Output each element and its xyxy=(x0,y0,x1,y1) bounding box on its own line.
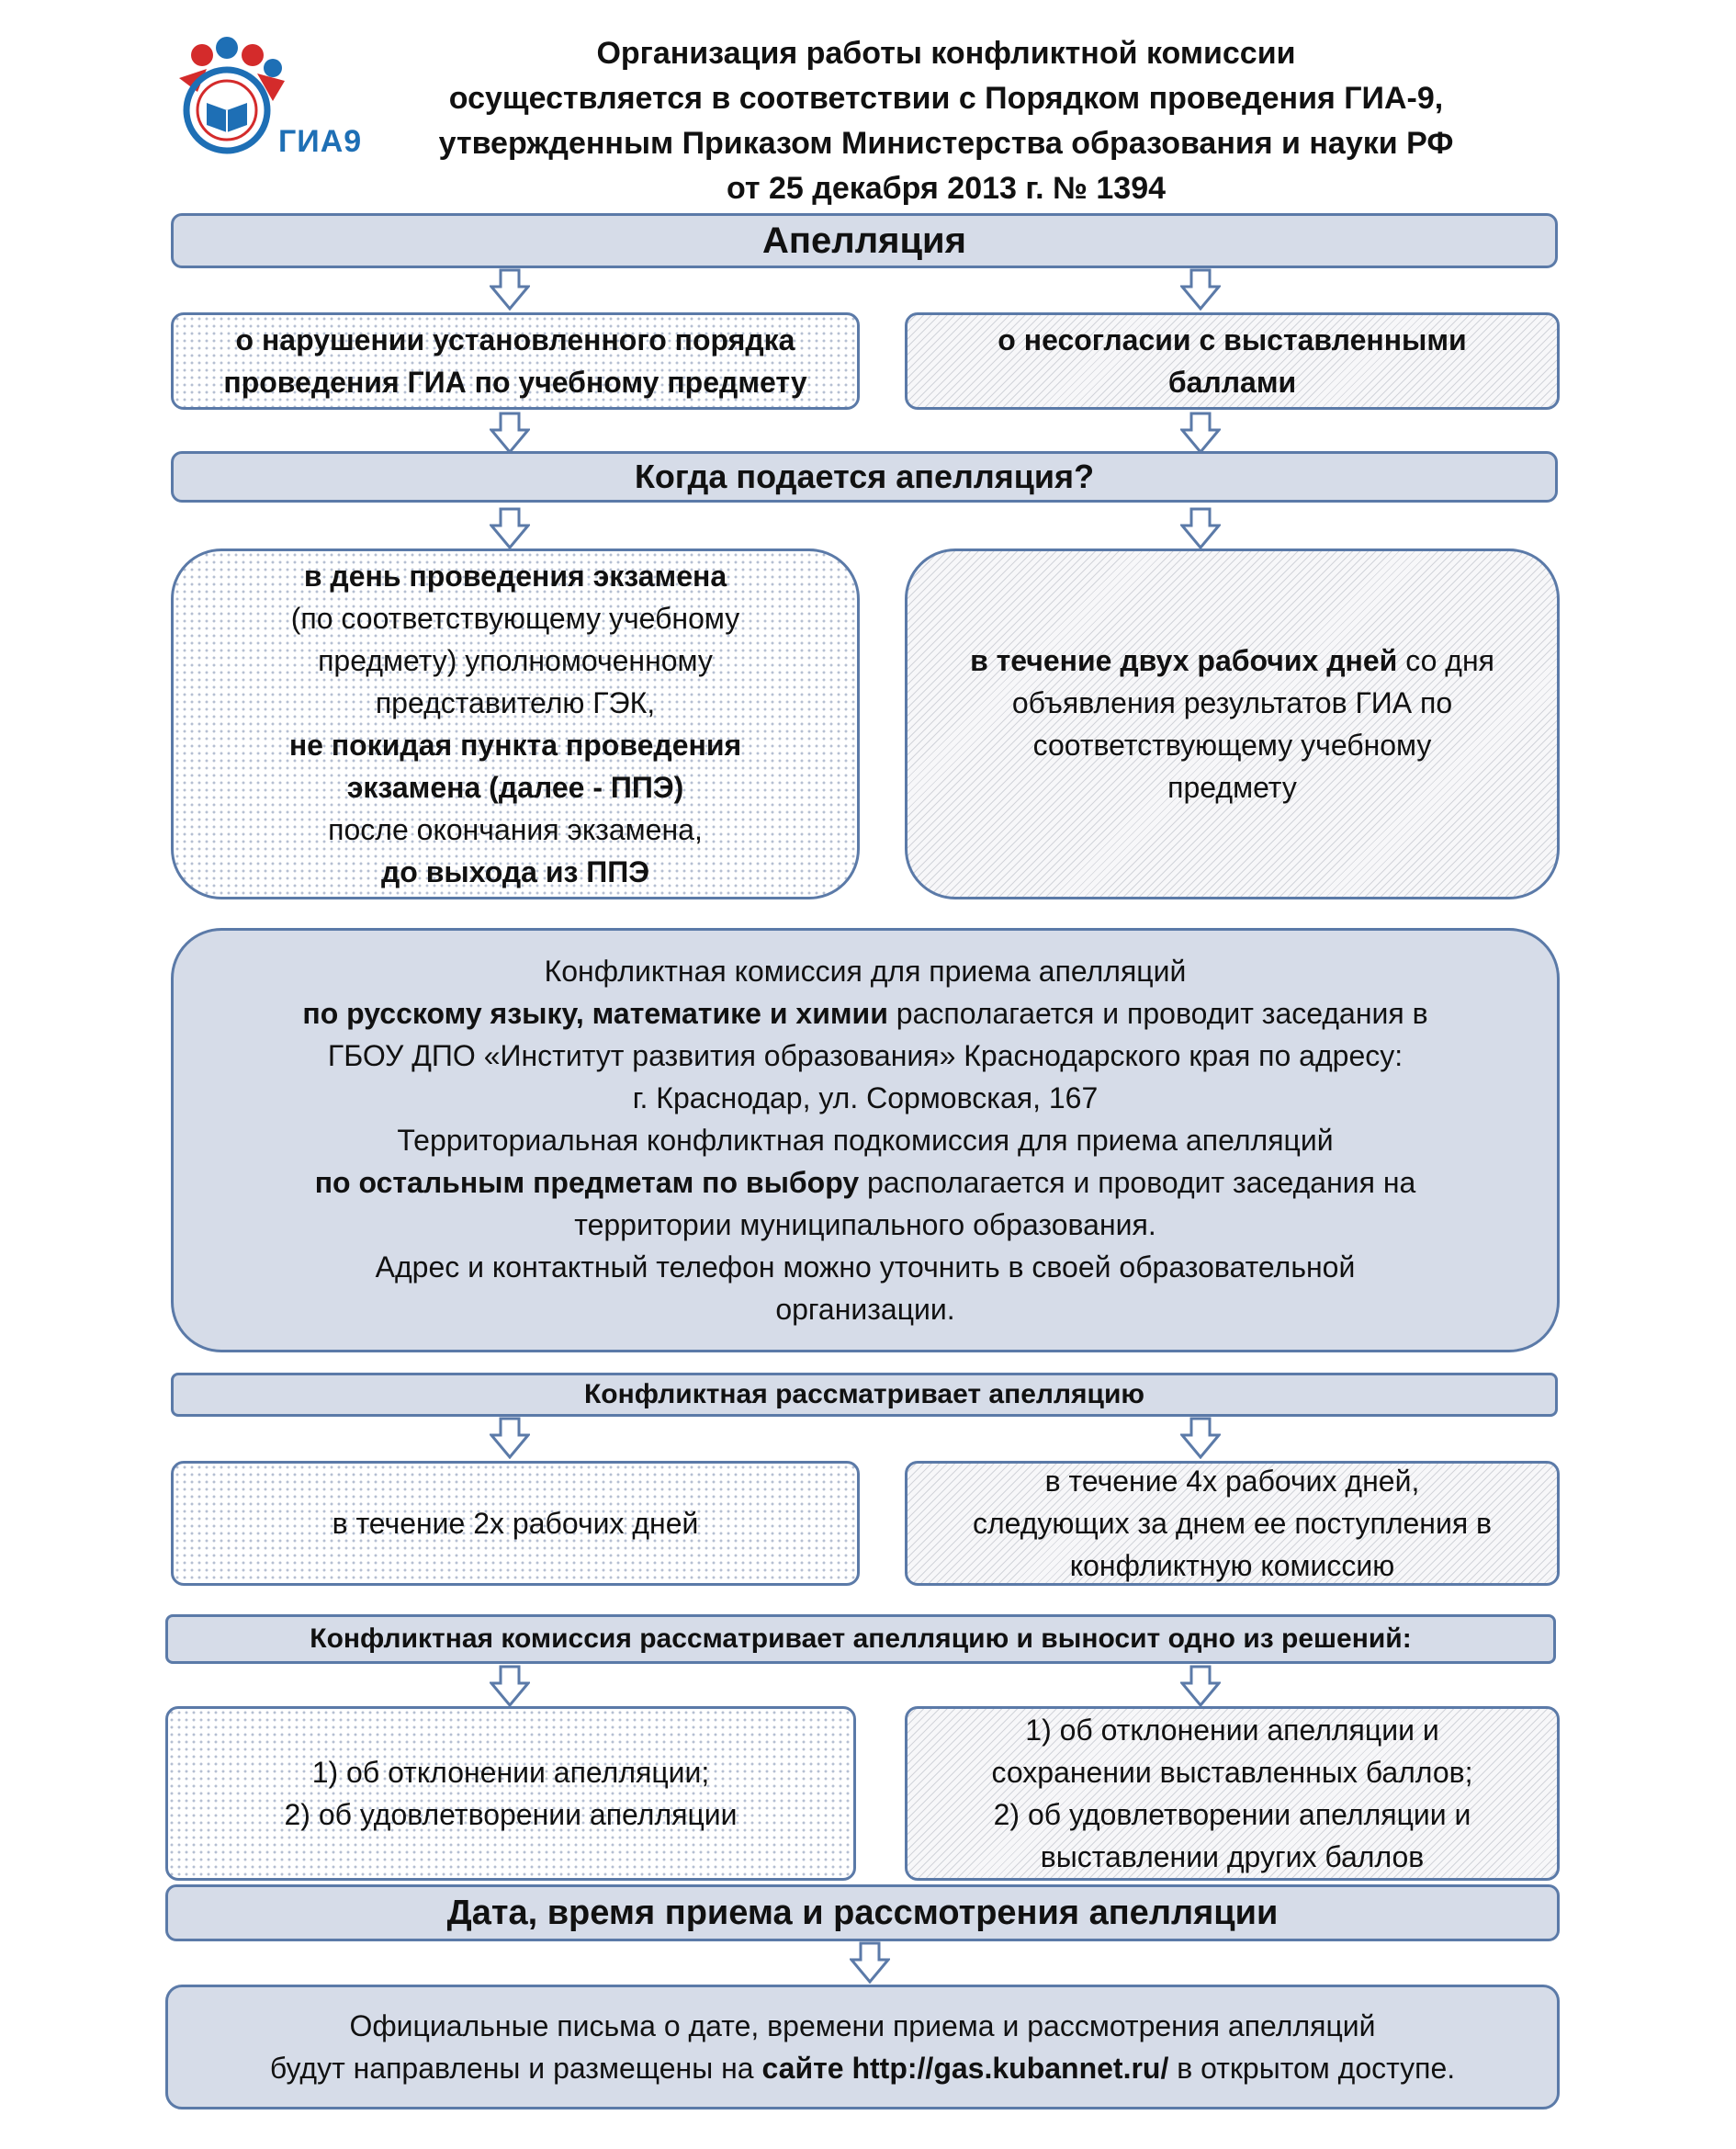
gia9-logo: ГИА9 xyxy=(170,37,381,175)
commission-line: Территориальная конфликтная подкомиссия … xyxy=(397,1124,1334,1157)
title-line: осуществляется в соответствии с Порядком… xyxy=(448,81,1444,116)
review-term-text: в течение 4х рабочих дней, xyxy=(1044,1465,1420,1498)
commission-line: по остальным предметам по выбору распола… xyxy=(315,1161,1416,1204)
review-term-text: следующих за днем ее поступления в xyxy=(972,1507,1493,1540)
letters-text: в открытом доступе. xyxy=(1168,2052,1456,2085)
arrow-down-icon xyxy=(490,507,530,549)
banner-reviews: Конфликтная рассматривает апелляцию xyxy=(171,1373,1558,1417)
appeal-type-procedure: о нарушении установленного порядка прове… xyxy=(171,312,860,410)
when-line: в день проведения экзамена xyxy=(303,560,727,593)
when-exam-day: в день проведения экзамена (по соответст… xyxy=(171,549,860,899)
commission-line: ГБОУ ДПО «Институт развития образования»… xyxy=(327,1039,1403,1072)
logo-emblem-icon xyxy=(179,37,285,154)
decision-scores: 1) об отклонении апелляции и сохранении … xyxy=(905,1706,1560,1881)
logo-text: ГИА9 xyxy=(278,124,363,159)
when-line: объявления результатов ГИА по xyxy=(1011,686,1453,719)
when-line: предмету) уполномоченному xyxy=(318,644,713,677)
appeal-type-text: о нарушении установленного порядка xyxy=(235,323,795,356)
when-line: не покидая пункта проведения xyxy=(288,729,742,762)
review-term-text: конфликтную комиссию xyxy=(1069,1549,1395,1582)
title-line: Организация работы конфликтной комиссии xyxy=(596,36,1296,71)
review-term-2days: в течение 2х рабочих дней xyxy=(171,1461,860,1586)
banner-when-text: Когда подается апелляция? xyxy=(634,458,1095,495)
commission-line: г. Краснодар, ул. Сормовская, 167 xyxy=(632,1081,1099,1114)
banner-appeal-text: Апелляция xyxy=(762,220,966,261)
commission-info: Конфликтная комиссия для приема апелляци… xyxy=(171,928,1560,1352)
commission-bold: по остальным предметам по выбору xyxy=(314,1166,860,1199)
when-line: соответствующему учебному xyxy=(1032,729,1432,762)
commission-line: территории муниципального образования. xyxy=(574,1208,1156,1241)
when-line: предмету xyxy=(1167,771,1297,804)
commission-line: по русскому языку, математике и химии ра… xyxy=(302,992,1427,1035)
when-line: после окончания экзамена, xyxy=(328,813,703,846)
commission-rest: располагается и проводит заседания в xyxy=(887,997,1428,1030)
title-line: утвержденным Приказом Министерства образ… xyxy=(438,126,1454,161)
arrow-down-icon xyxy=(850,1941,890,1984)
arrow-down-icon xyxy=(490,412,530,454)
appeal-type-text: баллами xyxy=(1167,366,1297,399)
review-term-text: в течение 2х рабочих дней xyxy=(332,1507,699,1540)
review-term-4days: в течение 4х рабочих дней, следующих за … xyxy=(905,1461,1560,1586)
letters-line: Официальные письма о дате, времени прием… xyxy=(349,2009,1376,2042)
commission-rest: располагается и проводит заседания на xyxy=(859,1166,1416,1199)
commission-line: Адрес и контактный телефон можно уточнит… xyxy=(375,1250,1356,1284)
banner-decision: Конфликтная комиссия рассматривает апелл… xyxy=(165,1614,1556,1664)
banner-reviews-text: Конфликтная рассматривает апелляцию xyxy=(583,1379,1145,1409)
decision-text: 2) об удовлетворении апелляции xyxy=(284,1798,738,1831)
arrow-down-icon xyxy=(1180,412,1221,454)
when-line: представителю ГЭК, xyxy=(375,686,656,719)
when-line: (по соответствующему учебному xyxy=(290,602,740,635)
arrow-down-icon xyxy=(1180,507,1221,549)
arrow-down-icon xyxy=(1180,268,1221,311)
banner-when: Когда подается апелляция? xyxy=(171,451,1558,503)
page-title: Организация работы конфликтной комиссии … xyxy=(367,31,1525,211)
when-bold: в течение двух рабочих дней xyxy=(970,644,1398,677)
when-two-days: в течение двух рабочих дней со дня объяв… xyxy=(905,549,1560,899)
appeal-type-scores: о несогласии с выставленными баллами xyxy=(905,312,1560,410)
commission-line: Конфликтная комиссия для приема апелляци… xyxy=(544,955,1187,988)
site-link[interactable]: сайте http://gas.kubannet.ru/ xyxy=(761,2052,1169,2085)
arrow-down-icon xyxy=(490,268,530,311)
commission-bold: по русскому языку, математике и химии xyxy=(302,997,888,1030)
decision-text: сохранении выставленных баллов; xyxy=(991,1756,1473,1789)
arrow-down-icon xyxy=(1180,1665,1221,1707)
when-line: в течение двух рабочих дней со дня xyxy=(970,639,1494,682)
appeal-type-text: о несогласии с выставленными xyxy=(998,323,1467,356)
banner-date: Дата, время приема и рассмотрения апелля… xyxy=(165,1884,1560,1941)
letters-text: будут направлены и размещены на xyxy=(269,2052,762,2085)
decision-text: 1) об отклонении апелляции и xyxy=(1025,1714,1439,1747)
when-line: до выхода из ППЭ xyxy=(380,855,650,888)
arrow-down-icon xyxy=(1180,1417,1221,1459)
banner-appeal: Апелляция xyxy=(171,213,1558,268)
commission-line: организации. xyxy=(775,1293,955,1326)
arrow-down-icon xyxy=(490,1665,530,1707)
arrow-down-icon xyxy=(490,1417,530,1459)
banner-date-text: Дата, время приема и рассмотрения апелля… xyxy=(446,1893,1279,1932)
when-rest: со дня xyxy=(1397,644,1494,677)
decision-text: 1) об отклонении апелляции; xyxy=(311,1756,710,1789)
when-line: экзамена (далее - ППЭ) xyxy=(346,771,684,804)
decision-procedure: 1) об отклонении апелляции; 2) об удовле… xyxy=(165,1706,856,1881)
appeal-type-text: проведения ГИА по учебному предмету xyxy=(223,366,807,399)
letters-line: будут направлены и размещены на сайте ht… xyxy=(270,2047,1455,2089)
banner-decision-text: Конфликтная комиссия рассматривает апелл… xyxy=(310,1623,1412,1654)
letters-info: Официальные письма о дате, времени прием… xyxy=(165,1985,1560,2109)
decision-text: 2) об удовлетворении апелляции и xyxy=(993,1798,1471,1831)
title-line: от 25 декабря 2013 г. № 1394 xyxy=(726,171,1167,206)
decision-text: выставлении других баллов xyxy=(1040,1840,1425,1873)
